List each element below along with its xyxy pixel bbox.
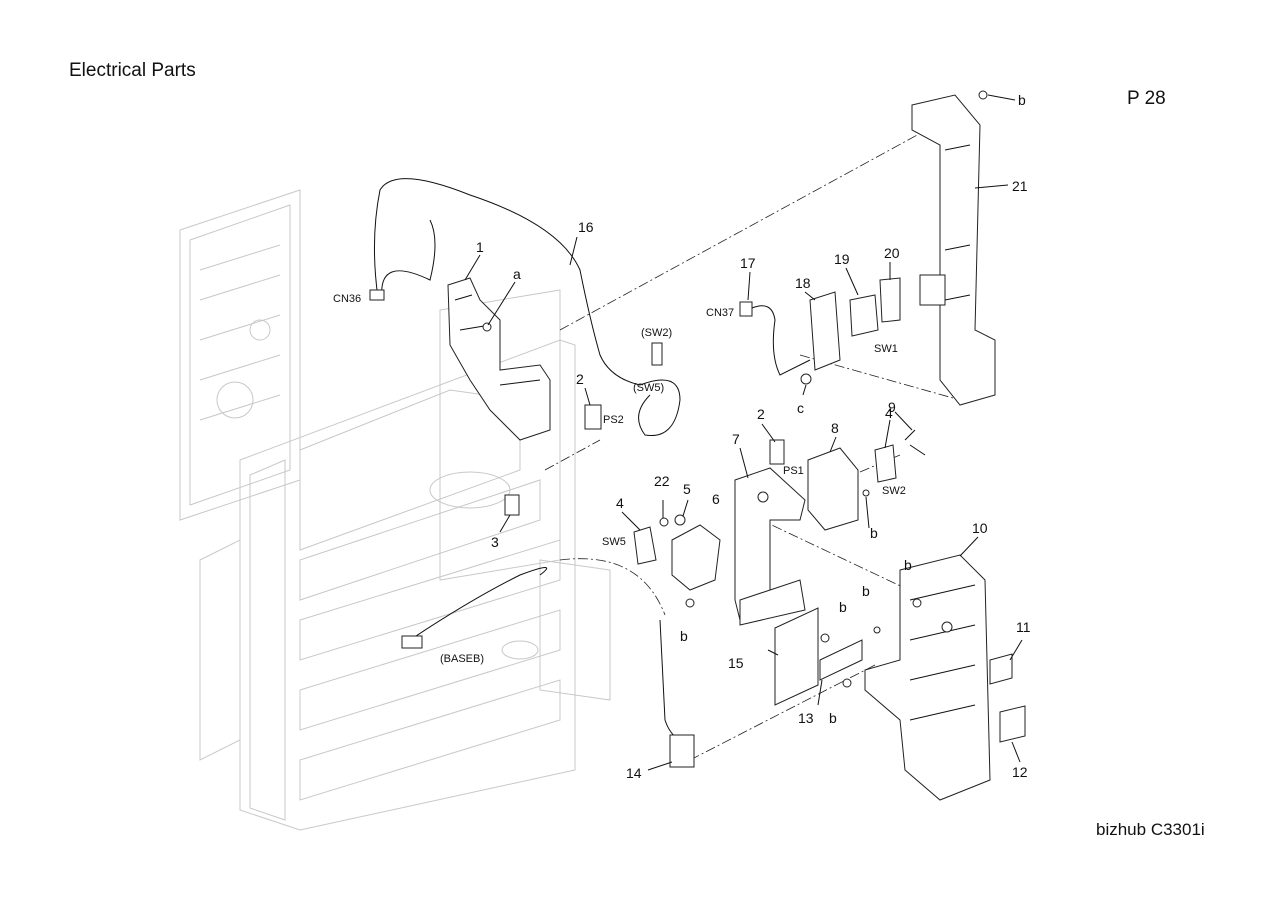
screw-b-top: [978, 90, 988, 100]
part-4-switch-sw5: [633, 526, 657, 565]
part-11-label: [989, 653, 1013, 685]
label-baseb: (BASEB): [440, 653, 484, 665]
screw-b-6: [685, 598, 695, 608]
callout-b-8: b: [870, 525, 878, 541]
callout-14: 14: [626, 765, 642, 781]
part-9-spring: [904, 429, 926, 456]
part-12-label: [999, 705, 1026, 743]
label-sw2-paren: (SW2): [641, 327, 672, 339]
connector-labels: CN36 CN37 (SW2) (SW5) PS2 PS1 SW1 SW2 SW…: [333, 293, 906, 665]
part-2-sensor-ps1: [769, 439, 785, 465]
callout-leaders: [464, 94, 1023, 771]
part-13-plate: [819, 639, 863, 681]
callout-5: 5: [683, 481, 691, 497]
callout-a: a: [513, 266, 521, 282]
callout-b-13b: b: [829, 710, 837, 726]
callout-b-13a: b: [839, 599, 847, 615]
label-cn36: CN36: [333, 293, 361, 305]
screw-b-8: [862, 489, 870, 497]
callout-2-right: 2: [757, 406, 765, 422]
callout-4-right: 4: [885, 405, 893, 421]
part-1-bracket: [447, 277, 551, 441]
callout-numbers: 1 a 16 2 3 21 b 17 18 19 20 c 2 7 8 4 9 …: [476, 92, 1031, 781]
part-18-holder: [809, 291, 841, 371]
model-name: bizhub C3301i: [1096, 820, 1205, 839]
label-sw2: SW2: [882, 485, 906, 497]
callout-16: 16: [578, 219, 594, 235]
part-15-plate: [774, 607, 819, 706]
part-19-switch-sw1: [849, 294, 879, 337]
part-5-gear: [674, 514, 686, 526]
screw-b-13b: [842, 678, 852, 688]
callout-b-6: b: [680, 628, 688, 644]
callout-7: 7: [732, 431, 740, 447]
callout-17: 17: [740, 255, 756, 271]
screw-b-13a: [820, 633, 830, 643]
part-8-plate: [807, 447, 859, 531]
part-4-switch-sw2: [874, 444, 897, 483]
part-6-lock-unit: [671, 524, 721, 591]
label-sw5-paren: (SW5): [633, 382, 664, 394]
part-17-cable: [739, 301, 811, 376]
part-3-pad: [504, 494, 520, 516]
page-title: Electrical Parts: [69, 60, 196, 81]
callout-21: 21: [1012, 178, 1028, 194]
label-ps2: PS2: [603, 414, 624, 426]
callout-c: c: [797, 400, 804, 416]
callout-8: 8: [831, 420, 839, 436]
callout-4-left: 4: [616, 495, 624, 511]
machine-frame-background: [179, 189, 611, 831]
callout-19: 19: [834, 251, 850, 267]
part-22-washer: [659, 517, 669, 527]
label-sw5: SW5: [602, 536, 626, 548]
label-cn37: CN37: [706, 307, 734, 319]
callout-10: 10: [972, 520, 988, 536]
part-7-bracket: [734, 467, 806, 626]
screw-c: [800, 373, 812, 385]
callout-b-top: b: [1018, 92, 1026, 108]
label-sw1: SW1: [874, 343, 898, 355]
part-20-cover: [879, 277, 901, 323]
callout-18: 18: [795, 275, 811, 291]
label-ps1: PS1: [783, 465, 804, 477]
wire-harness-16: [369, 178, 681, 437]
callout-20: 20: [884, 245, 900, 261]
callout-b-15: b: [862, 583, 870, 599]
callout-1: 1: [476, 239, 484, 255]
callout-2-left: 2: [576, 371, 584, 387]
part-2-sensor-ps2: [584, 404, 602, 430]
part-21-frame-bracket: [911, 94, 996, 406]
callout-22: 22: [654, 473, 670, 489]
part-10-unit: [864, 554, 991, 801]
callout-6: 6: [712, 491, 720, 507]
callout-11: 11: [1016, 619, 1031, 635]
harness-to-part-14: [401, 567, 695, 768]
callout-15: 15: [728, 655, 744, 671]
callout-12: 12: [1012, 764, 1028, 780]
callout-3: 3: [491, 534, 499, 550]
page-number: P 28: [1127, 88, 1166, 109]
screw-b-15: [873, 626, 881, 634]
callout-b-10: b: [904, 557, 912, 573]
callout-9: 9: [888, 399, 896, 415]
callout-13: 13: [798, 710, 814, 726]
